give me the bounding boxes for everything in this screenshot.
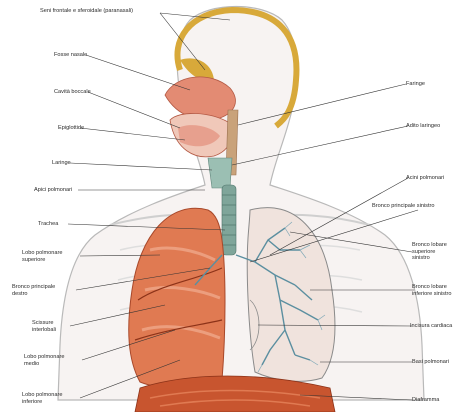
label-bronco-lobare-inferiore: Bronco lobare inferiore sinistro xyxy=(412,284,451,297)
label-fosse-nasale: Fosse nasale xyxy=(54,52,87,59)
label-trachea: Trachea xyxy=(38,221,58,228)
larynx xyxy=(208,158,232,188)
label-cavita-boccale: Cavità boccale xyxy=(54,89,91,96)
label-bronco-sinistro: Bronco principale sinistro xyxy=(372,203,435,210)
label-bronco-destro: Bronco principale destro xyxy=(12,284,55,297)
body-outline xyxy=(58,7,424,401)
trachea-tube xyxy=(222,185,236,255)
label-acini-polmonari: Acini polmonari xyxy=(406,175,444,182)
label-scissure: Scissure interlobali xyxy=(32,320,56,333)
label-lobo-medio: Lobo polmonare medio xyxy=(24,354,64,367)
label-laringe: Laringe xyxy=(52,160,71,167)
label-diaframma: Diaframma xyxy=(412,397,439,404)
label-lobo-inferiore: Lobo polmonare inferiore xyxy=(22,392,62,405)
label-seni-frontale: Seni frontale e sferoidale (paranasali) xyxy=(40,8,133,15)
label-incisura-cardiaca: Incisura cardiaca xyxy=(410,323,452,330)
label-basi-polmonari: Basi polmonari xyxy=(412,359,449,366)
label-lobo-superiore: Lobo polmonare superiore xyxy=(22,250,62,263)
label-adito-laringeo: Adito laringeo xyxy=(406,123,440,130)
label-apici-polmonari: Apici polmonari xyxy=(34,187,72,194)
label-bronco-lobare-superiore: Bronco lobare superiore sinistro xyxy=(412,242,447,262)
label-faringe: Faringe xyxy=(406,81,425,88)
label-epiglottide: Epiglottide xyxy=(58,125,84,132)
